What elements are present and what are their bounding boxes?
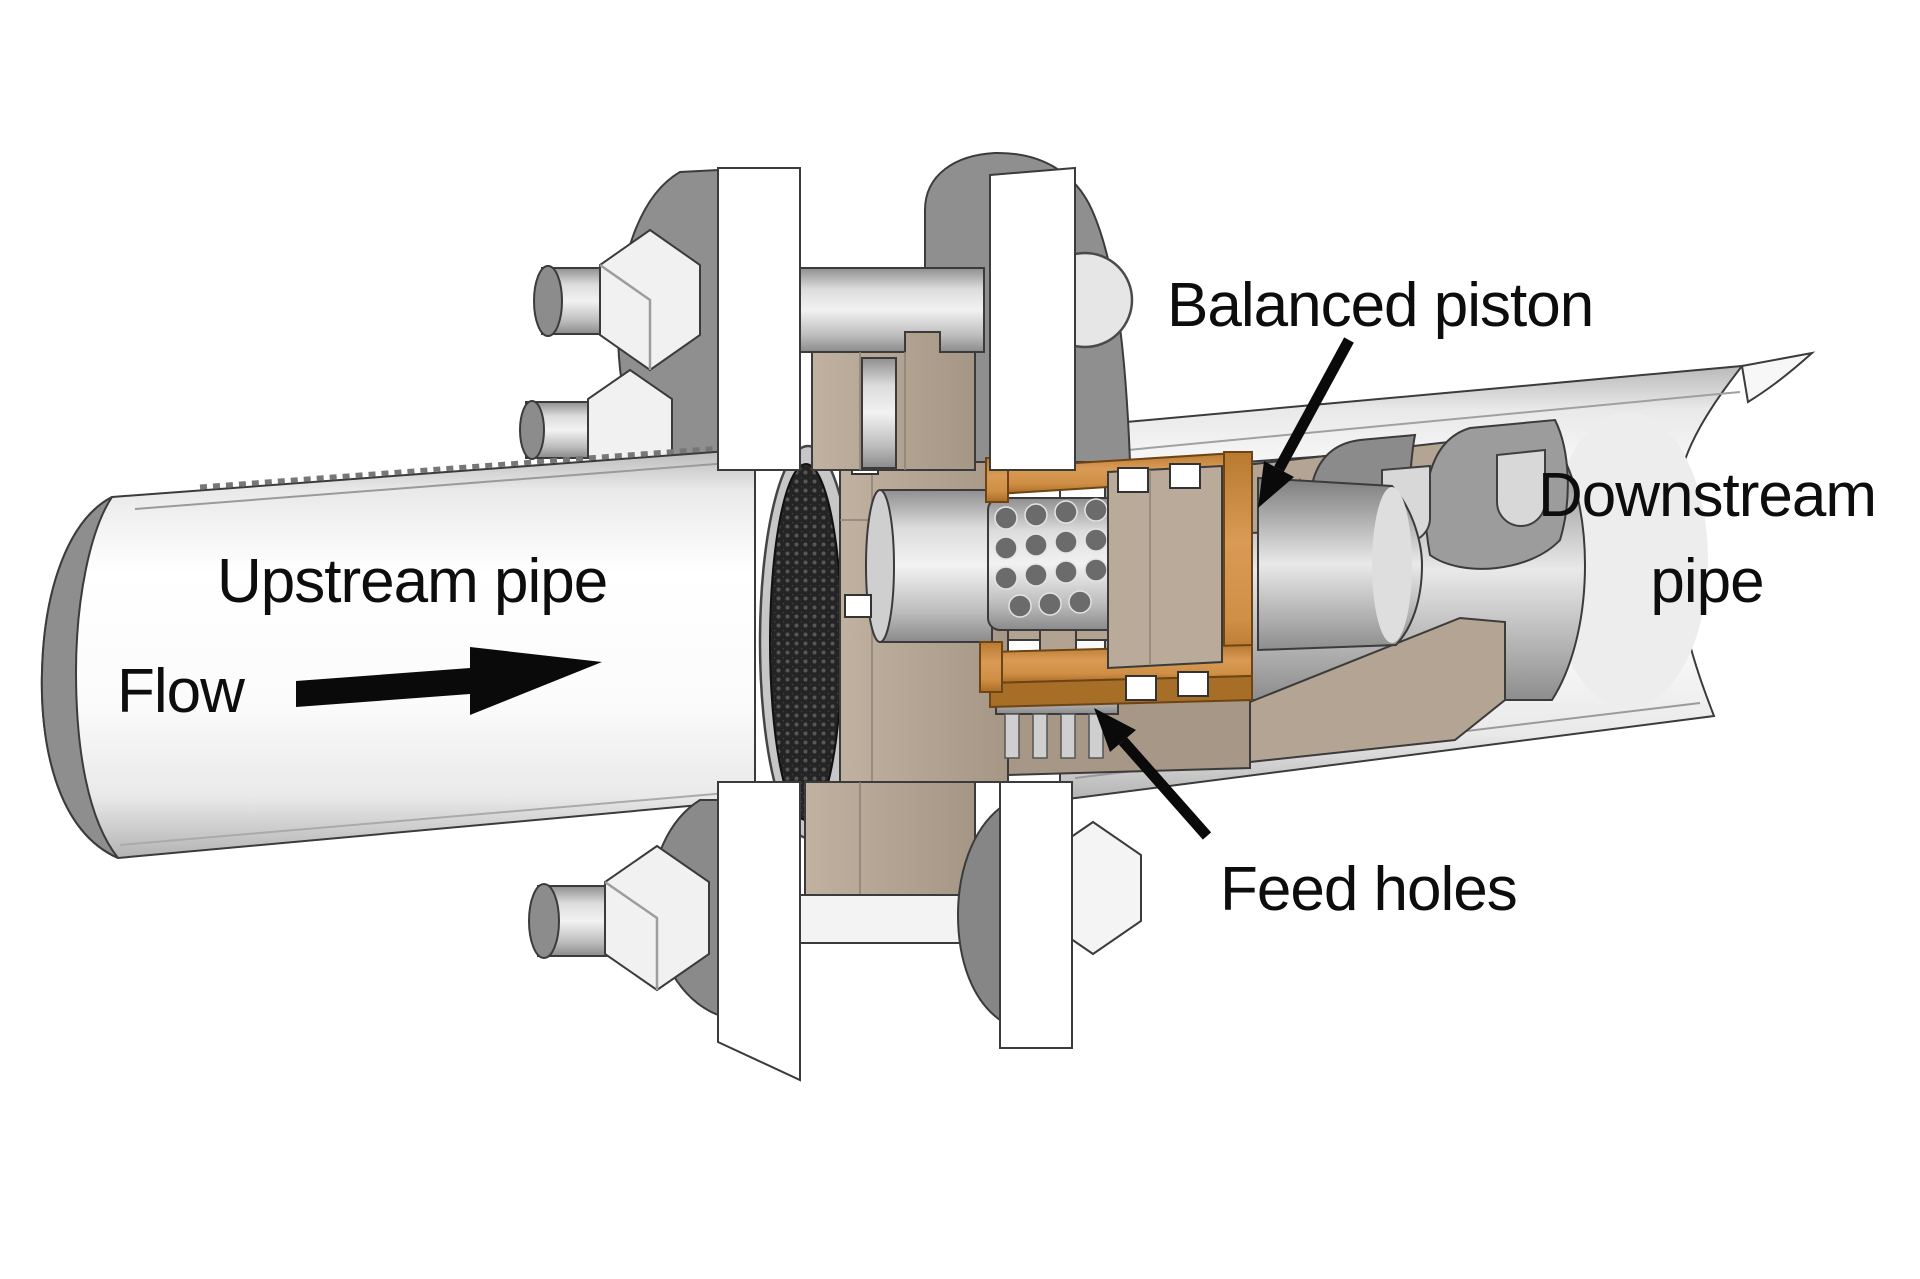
metal-sleeve (879, 489, 993, 643)
cup-highlight (1372, 487, 1412, 643)
piston-sleeve-tab-bottom (979, 641, 1003, 693)
cage-slot-2 (1496, 448, 1546, 527)
flange-top-front (717, 166, 1076, 471)
flange-right-cut-face-bottom (999, 781, 1073, 1049)
flange-left-cut-face-top (717, 167, 801, 471)
upstream-pipe-body (40, 447, 756, 860)
hex-nut-top-1-bevel (599, 263, 652, 370)
downstream-pipe-label-line2: pipe (1650, 547, 1763, 616)
feed-rib-slots (1004, 713, 1104, 759)
balanced-piston-assembly (844, 447, 1424, 709)
flange-right-disc-bottom (956, 805, 1001, 1022)
upstream-pipe (40, 443, 756, 860)
flow-label: Flow (117, 657, 245, 726)
valve-body-lower-boss (804, 781, 976, 906)
balanced-piston-label: Balanced piston (1167, 271, 1593, 340)
downstream-pipe-top-sliver (1740, 351, 1816, 404)
inlet-screen (758, 444, 858, 840)
flow-arrow (296, 647, 602, 715)
hex-nut-bottom-left-bevel (604, 880, 659, 990)
downstream-pipe-label-line1: Downstream (1538, 461, 1876, 530)
flange-bottom (528, 781, 1142, 1082)
downstream-pipe-top-rim-line (1074, 391, 1741, 456)
stud-top-2-end-cap (519, 400, 545, 460)
upstream-pipe-thread-texture (199, 443, 749, 490)
feed-holes-arrow-head (1094, 708, 1136, 752)
stud-bottom-end-cap (528, 883, 560, 959)
balanced-piston-arrow-shaft (1274, 337, 1354, 472)
balanced-piston-arrow-head (1258, 461, 1294, 508)
piston-block (1107, 464, 1223, 670)
flange-bolt-cylinder-top (797, 267, 985, 353)
screen-mesh (769, 463, 843, 821)
valve-stem (861, 357, 897, 469)
feed-holes-label: Feed holes (1220, 855, 1517, 924)
stud-top-1-end-cap (533, 265, 563, 337)
annotations: Balanced piston Downstream pipe Upstream… (117, 271, 1877, 924)
flange-right-cut-face-top (989, 166, 1076, 471)
flange-left-cut-face-bottom (717, 781, 801, 1082)
upstream-pipe-cut-rim (40, 496, 119, 859)
feed-holes-arrow-shaft (1118, 737, 1212, 840)
upstream-pipe-label: Upstream pipe (217, 547, 607, 616)
upstream-pipe-top-rim-line (134, 460, 756, 510)
upstream-pipe-bottom-rim-line (119, 790, 751, 846)
metal-sleeve-end (865, 489, 895, 643)
piston-sleeve-right-bar (1223, 451, 1253, 677)
downstream-bore-far-shading (1548, 412, 1708, 708)
flange-bolt-cylinder-bottom (797, 894, 985, 944)
